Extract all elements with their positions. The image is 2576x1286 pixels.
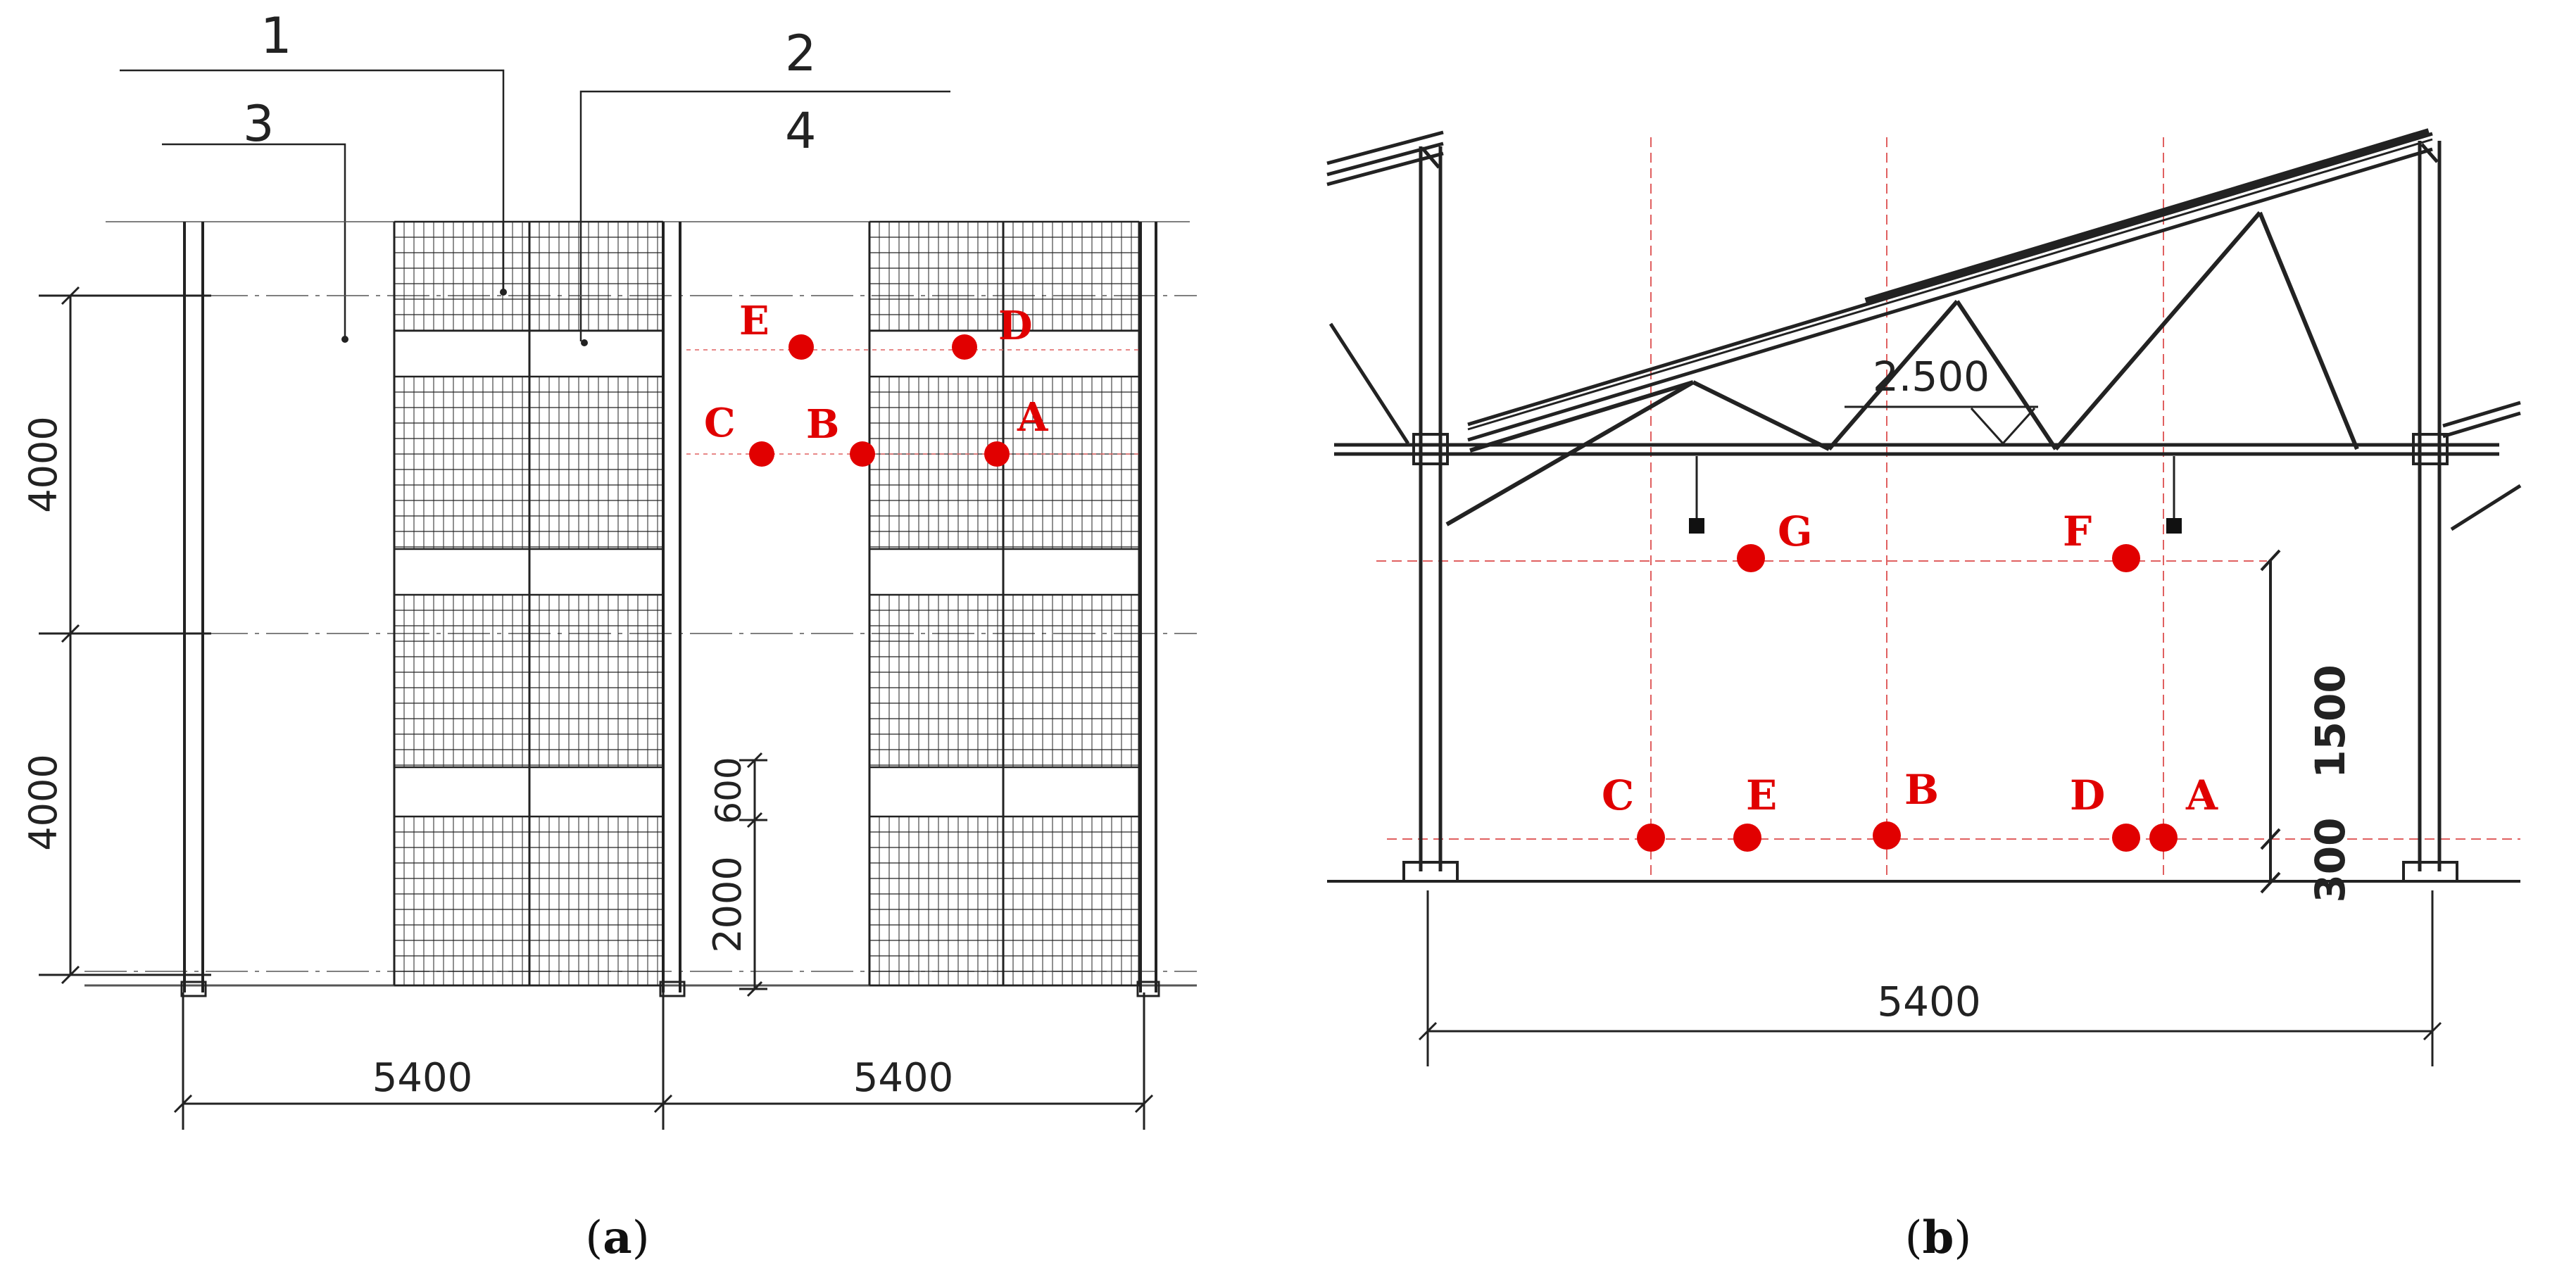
callout-1: 1 (260, 7, 292, 65)
point-a-b-label: B (806, 401, 839, 448)
point-b-e-label: E (1746, 771, 1777, 819)
point-a-a-label: A (1017, 394, 1049, 441)
panel-b-section (1326, 128, 2522, 1066)
point-b-c (1637, 824, 1665, 852)
dim-horizontal-section (1418, 890, 2442, 1066)
point-b-g-label: G (1778, 508, 1813, 555)
dim-label-5400-section: 5400 (1877, 978, 1981, 1026)
point-b-b-label: B (1904, 766, 1939, 814)
tie-beam (1334, 443, 2499, 456)
dim-label-5400-left: 5400 (372, 1055, 473, 1101)
dim-vertical-mid (739, 752, 767, 997)
callout-2: 2 (785, 25, 817, 82)
elevation-marker (1845, 405, 2038, 446)
panel-b-points (1637, 544, 2178, 852)
sensor-right (2166, 518, 2182, 534)
point-b-f-label: F (2063, 508, 2092, 555)
truss-web (1445, 211, 2359, 527)
callout-dot-1 (500, 289, 507, 296)
section-guides (1376, 137, 2520, 880)
section-column-bases (1402, 861, 2458, 883)
point-a-d-label: D (998, 303, 1033, 349)
caption-a: (a) (585, 1211, 649, 1264)
section-columns (1419, 141, 2442, 871)
point-a-c-label: C (704, 400, 736, 446)
dim-label-4000-lower: 4000 (21, 754, 65, 850)
adjacent-roof-left (1326, 130, 1444, 445)
point-b-a (2149, 824, 2178, 852)
elevation-label: 2.500 (1873, 353, 1990, 401)
caption-b: (b) (1905, 1211, 1972, 1264)
point-b-e (1733, 824, 1761, 852)
point-b-c-label: C (1602, 771, 1634, 819)
callout-dot-3 (341, 336, 348, 343)
point-b-a-label: A (2185, 771, 2218, 819)
dim-label-600: 600 (708, 757, 749, 824)
pv-module-arrays (393, 220, 1141, 987)
callout-3: 3 (243, 95, 275, 153)
callout-dot-4 (581, 339, 588, 346)
dim-label-1500: 1500 (2306, 664, 2354, 778)
beam-joints (1412, 433, 2449, 465)
point-b-g (1737, 544, 1765, 572)
point-a-a (984, 441, 1010, 467)
dim-vertical-left (39, 286, 211, 985)
dim-label-5400-right: 5400 (853, 1055, 954, 1101)
point-a-b (850, 441, 875, 467)
callout-4: 4 (785, 102, 817, 160)
dim-vertical-right (2260, 549, 2281, 894)
dim-label-300: 300 (2306, 817, 2354, 902)
point-a-e-label: E (739, 298, 769, 344)
sensor-left (1689, 518, 1704, 534)
dim-horizontal-bottom (173, 992, 1154, 1130)
panel-a-points (749, 334, 1010, 467)
point-b-d-label: D (2070, 771, 2105, 819)
point-a-e (788, 334, 814, 360)
point-b-d (2112, 824, 2140, 852)
sensor-hangers (1695, 456, 2175, 521)
point-b-b (1873, 821, 1901, 850)
point-b-f (2112, 544, 2140, 572)
dim-label-4000-upper: 4000 (21, 416, 65, 512)
column-bases (180, 981, 1160, 997)
callout-leaders (120, 69, 950, 341)
sloped-roof (1467, 128, 2433, 442)
dim-label-2000: 2000 (705, 856, 750, 952)
panel-a-plan (39, 69, 1197, 1130)
adjacent-roof-right (2442, 401, 2522, 531)
point-a-c (749, 441, 774, 467)
point-a-d (952, 334, 977, 360)
